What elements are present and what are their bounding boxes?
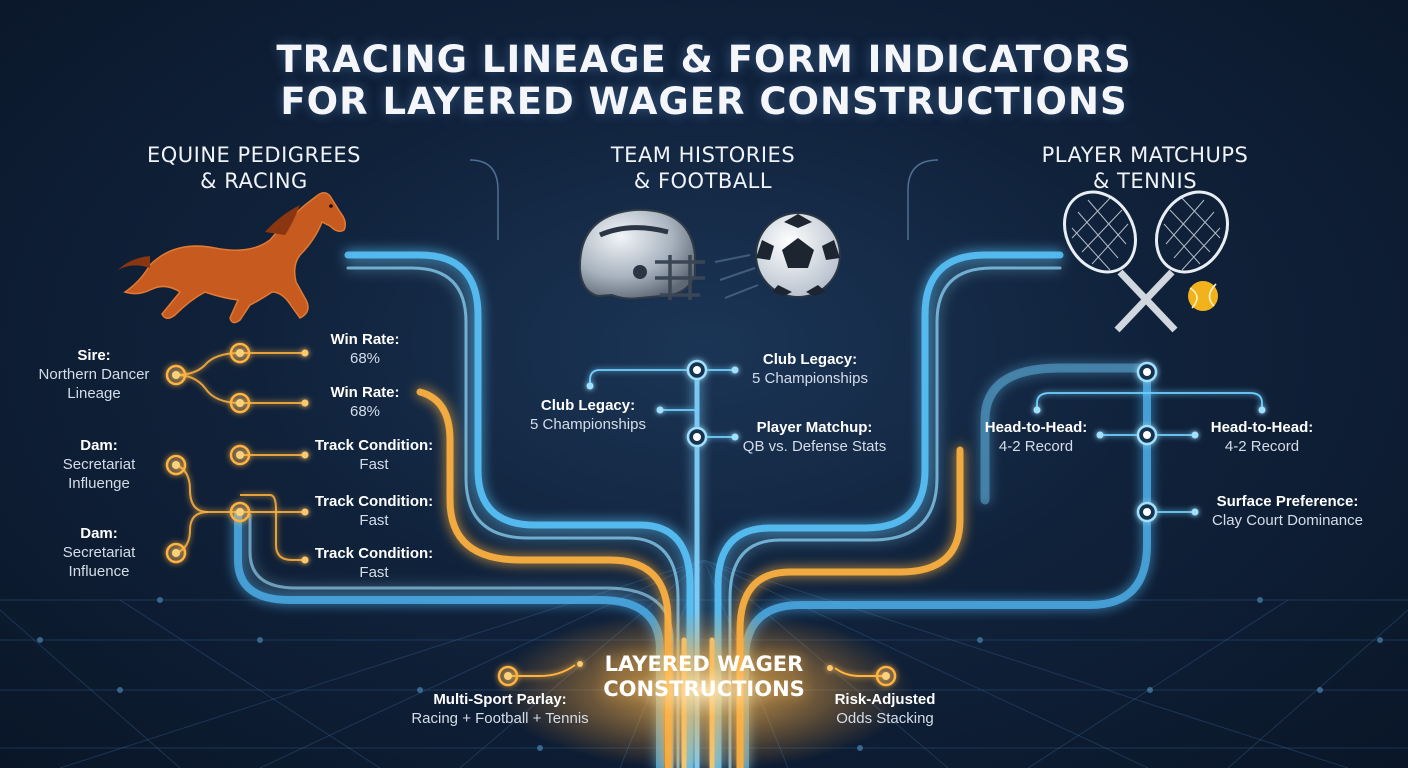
racing-win-rate-2-value: 68% [349,403,381,420]
soccer-ball-icon [714,212,841,299]
racing-track-3-key: Track Condition: [314,545,434,562]
center-side-nodes [497,661,897,687]
racing-dam-1-key: Dam: [80,437,118,454]
section-title-tennis-line1: PLAYER MATCHUPS [1041,143,1249,167]
tennis-node-dots [1033,361,1266,523]
football-legacy-left-key: Club Legacy: [540,397,636,414]
racing-track-condition-3: Track Condition: Fast [304,544,444,582]
center-risk-key: Risk-Adjusted [834,691,936,708]
football-matchup-value: QB vs. Defense Stats [742,438,887,455]
tennis-rackets-icon [1063,190,1229,333]
center-risk-adjusted: Risk-Adjusted Odds Stacking [820,690,950,728]
football-club-legacy-left: Club Legacy: 5 Championships [518,396,658,434]
section-title-racing-line1: EQUINE PEDIGREES [146,143,362,167]
football-legacy-right-value: 5 Championships [752,370,868,387]
tennis-ball-icon [1188,281,1218,311]
racing-dam-2-key: Dam: [80,525,118,542]
center-title-line1: LAYERED WAGER [604,652,804,676]
tennis-surface-preference: Surface Preference: Clay Court Dominance [1200,492,1375,530]
section-title-tennis: PLAYER MATCHUPS & TENNIS [995,142,1295,194]
section-title-football-line2: & FOOTBALL [633,169,773,193]
stream-tennis-mid [980,363,1152,505]
football-player-matchup: Player Matchup: QB vs. Defense Stats [732,418,897,456]
section-title-tennis-line2: & TENNIS [1092,169,1198,193]
racing-track-condition-1: Track Condition: Fast [304,436,444,474]
section-title-racing: EQUINE PEDIGREES & RACING [104,142,404,194]
racing-dam-2-value-1: Secretariat [62,544,136,561]
racing-node-dots [165,342,309,564]
football-legacy-left-value: 5 Championships [530,416,646,433]
grid-nodes [37,597,1383,751]
center-risk-value: Odds Stacking [836,710,934,727]
racing-win-rate-1-key: Win Rate: [330,331,400,348]
football-node-dots [586,359,739,448]
racing-win-rate-1: Win Rate: 68% [310,330,420,368]
tennis-h2h-left-value: 4-2 Record [998,438,1074,455]
stream-racing-top [344,251,694,768]
football-legacy-right-key: Club Legacy: [762,351,858,368]
racing-sire-key: Sire: [77,347,111,364]
page-title-line-1: TRACING LINEAGE & FORM INDICATORS [276,38,1132,81]
center-parlay-key: Multi-Sport Parlay: [433,691,567,708]
center-title: LAYERED WAGER CONSTRUCTIONS [554,652,854,702]
racing-track-1-key: Track Condition: [314,437,434,454]
football-helmet-icon [578,208,705,300]
racing-dam-label-1: Dam: Secretariat Influenge [34,436,164,493]
center-glow [494,610,914,768]
title-leaders [469,159,939,240]
center-title-line2: CONSTRUCTIONS [603,677,805,701]
stream-tennis-top [714,251,1064,768]
tennis-head-to-head-left: Head-to-Head: 4-2 Record [976,418,1096,456]
section-title-football-line1: TEAM HISTORIES [610,143,796,167]
section-title-racing-line2: & RACING [200,169,308,193]
tennis-h2h-left-key: Head-to-Head: [984,419,1088,436]
tennis-head-to-head-right: Head-to-Head: 4-2 Record [1202,418,1322,456]
racing-track-2-value: Fast [359,512,389,529]
tennis-h2h-right-key: Head-to-Head: [1210,419,1314,436]
racing-sire-value-1: Northern Dancer [38,366,150,383]
racing-track-condition-2: Track Condition: Fast [304,492,444,530]
racing-sire-value-2: Lineage [67,385,121,402]
racing-dam-2-value-2: Influence [68,563,130,580]
center-parlay-value: Racing + Football + Tennis [411,710,589,727]
racing-track-2-key: Track Condition: [314,493,434,510]
racing-dam-1-value-1: Secretariat [62,456,136,473]
racing-track-3-value: Fast [359,564,389,581]
football-club-legacy-right: Club Legacy: 5 Championships [740,350,880,388]
tennis-h2h-right-value: 4-2 Record [1224,438,1300,455]
center-multi-sport-parlay: Multi-Sport Parlay: Racing + Football + … [400,690,600,728]
racing-win-rate-2-key: Win Rate: [330,384,400,401]
racing-win-rate-1-value: 68% [349,350,381,367]
racing-win-rate-2: Win Rate: 68% [310,383,420,421]
stream-orange-left [416,388,672,768]
racing-dam-label-2: Dam: Secretariat Influence [34,524,164,581]
tennis-surface-key: Surface Preference: [1216,493,1359,510]
stream-orange-right [736,446,964,768]
section-title-football: TEAM HISTORIES & FOOTBALL [553,142,853,194]
racing-track-1-value: Fast [359,456,389,473]
racing-dam-1-value-2: Influenge [68,475,130,492]
racing-sire-label: Sire: Northern Dancer Lineage [24,346,164,403]
page-title-line-2: FOR LAYERED WAGER CONSTRUCTIONS [280,80,1128,123]
tennis-surface-value: Clay Court Dominance [1212,512,1363,529]
football-matchup-key: Player Matchup: [756,419,873,436]
horse-icon [118,192,347,324]
